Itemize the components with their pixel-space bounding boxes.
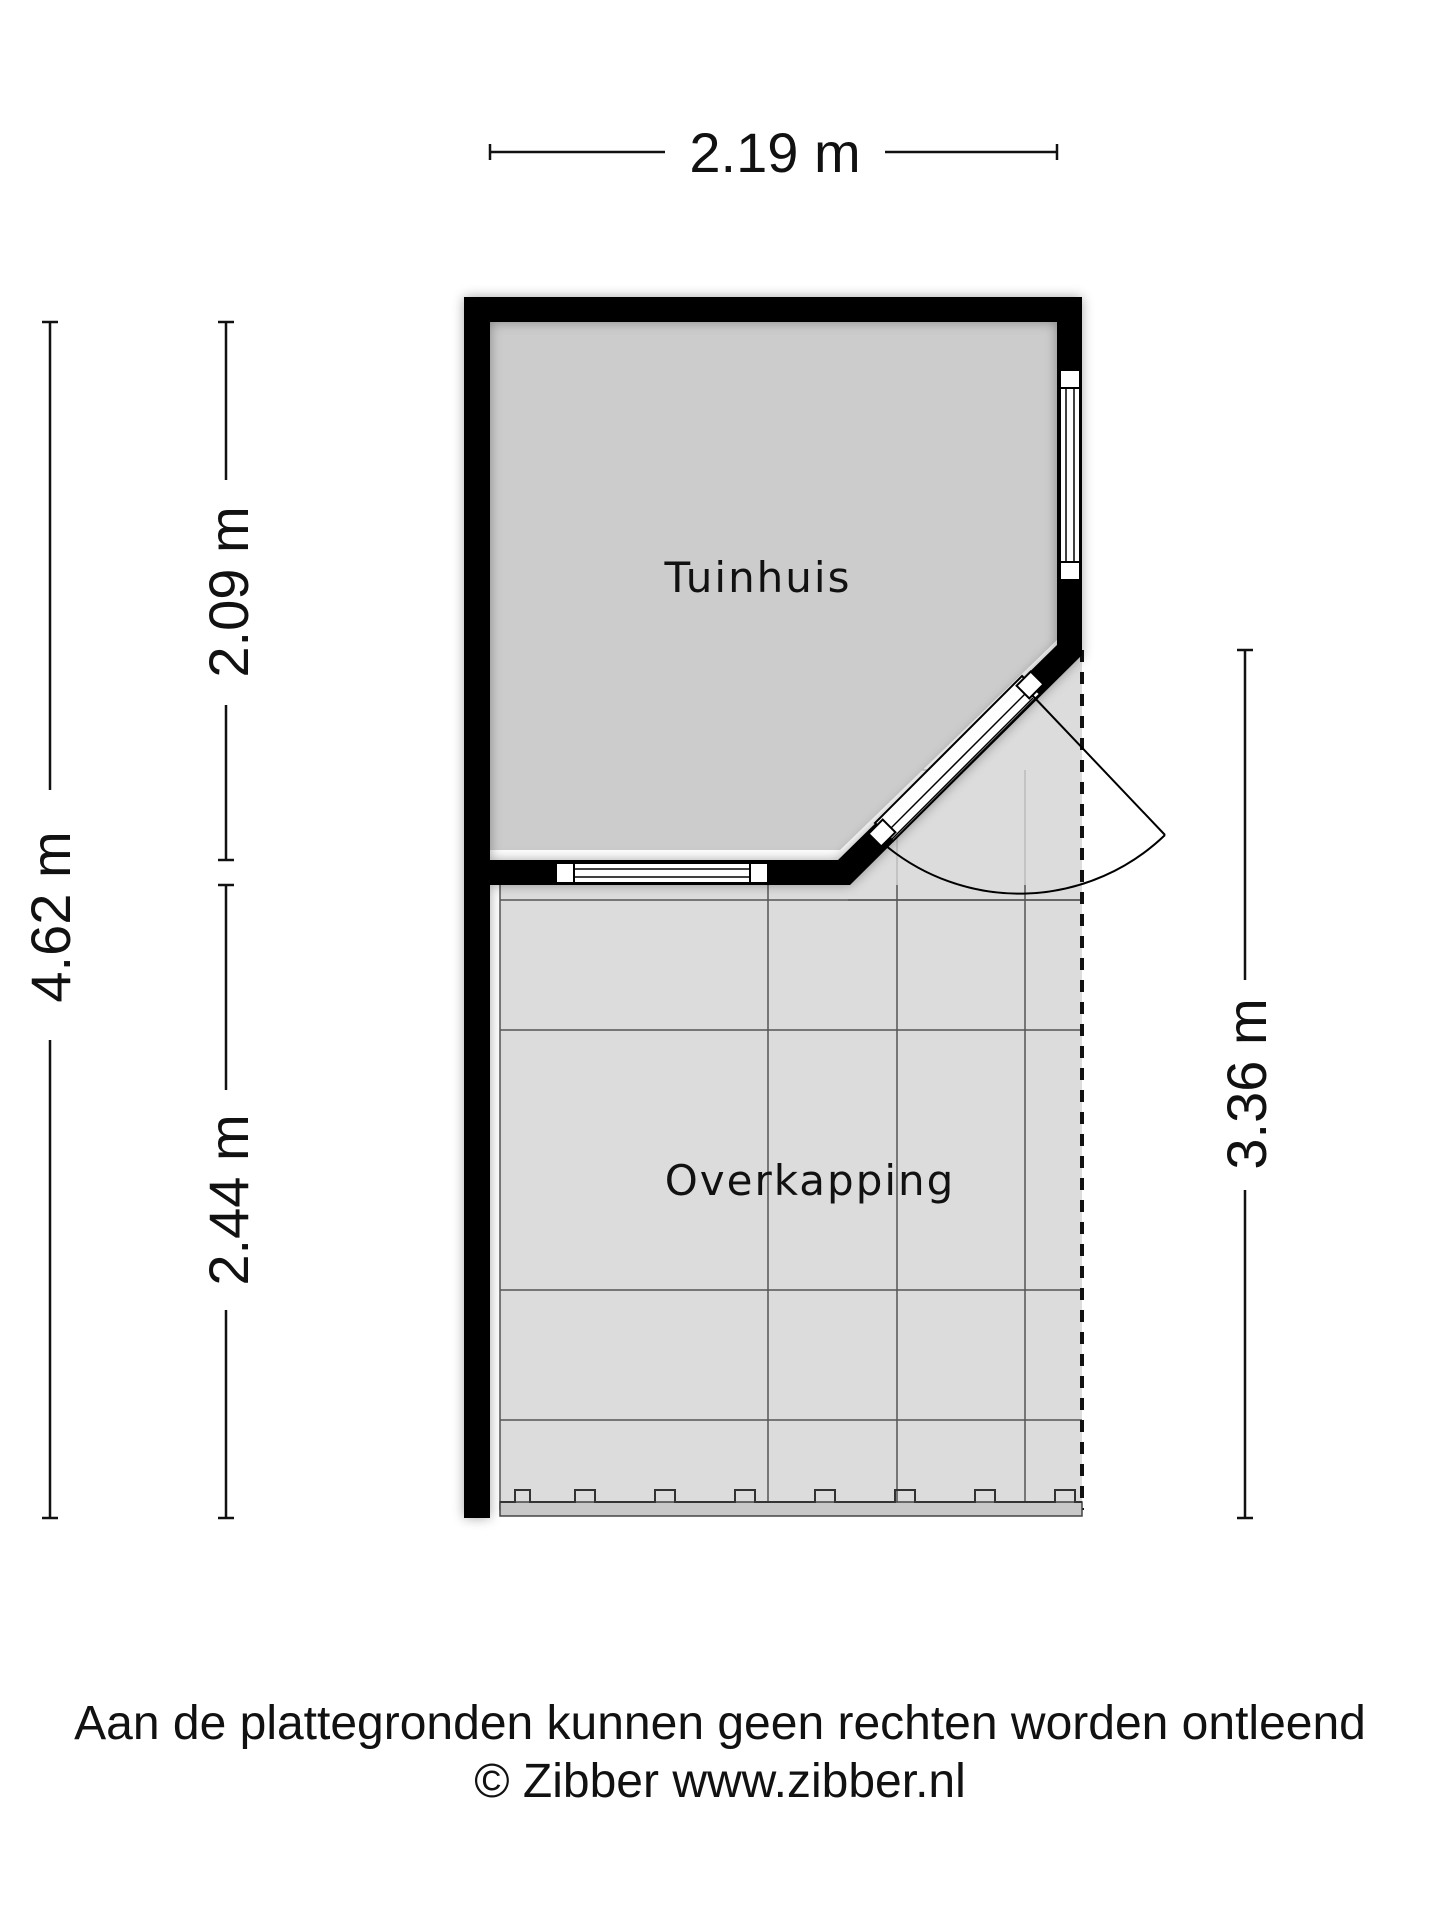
door-swing [884,694,1166,895]
dimension-label-tuinhuis: 2.09 m [197,506,260,677]
door-diagonal [867,670,1045,848]
dimension-right [1237,648,1253,1520]
dimension-top [488,144,1059,160]
dimension-left-total [42,320,58,1520]
footer-disclaimer: Aan de plattegronden kunnen geen rechten… [74,1697,1366,1750]
footer: Aan de plattegronden kunnen geen rechten… [0,1695,1440,1811]
dimension-left-overkapping [218,883,234,1520]
dimension-label-top: 2.19 m [689,121,860,184]
room-label-overkapping: Overkapping [665,1156,956,1205]
dimension-label-total: 4.62 m [19,831,82,1002]
bottom-edge-strip [499,1489,1083,1517]
footer-copyright: © Zibber www.zibber.nl [474,1755,966,1808]
window-right [1059,369,1081,581]
overkapping-floor [500,885,1082,1515]
room-label-tuinhuis: Tuinhuis [664,553,852,602]
window-bottom [555,862,769,884]
dimension-label-right: 3.36 m [1215,998,1278,1169]
dimension-label-overkapping: 2.44 m [197,1114,260,1285]
tuinhuis-floor [490,322,1057,850]
dimension-left-tuinhuis [218,320,234,862]
